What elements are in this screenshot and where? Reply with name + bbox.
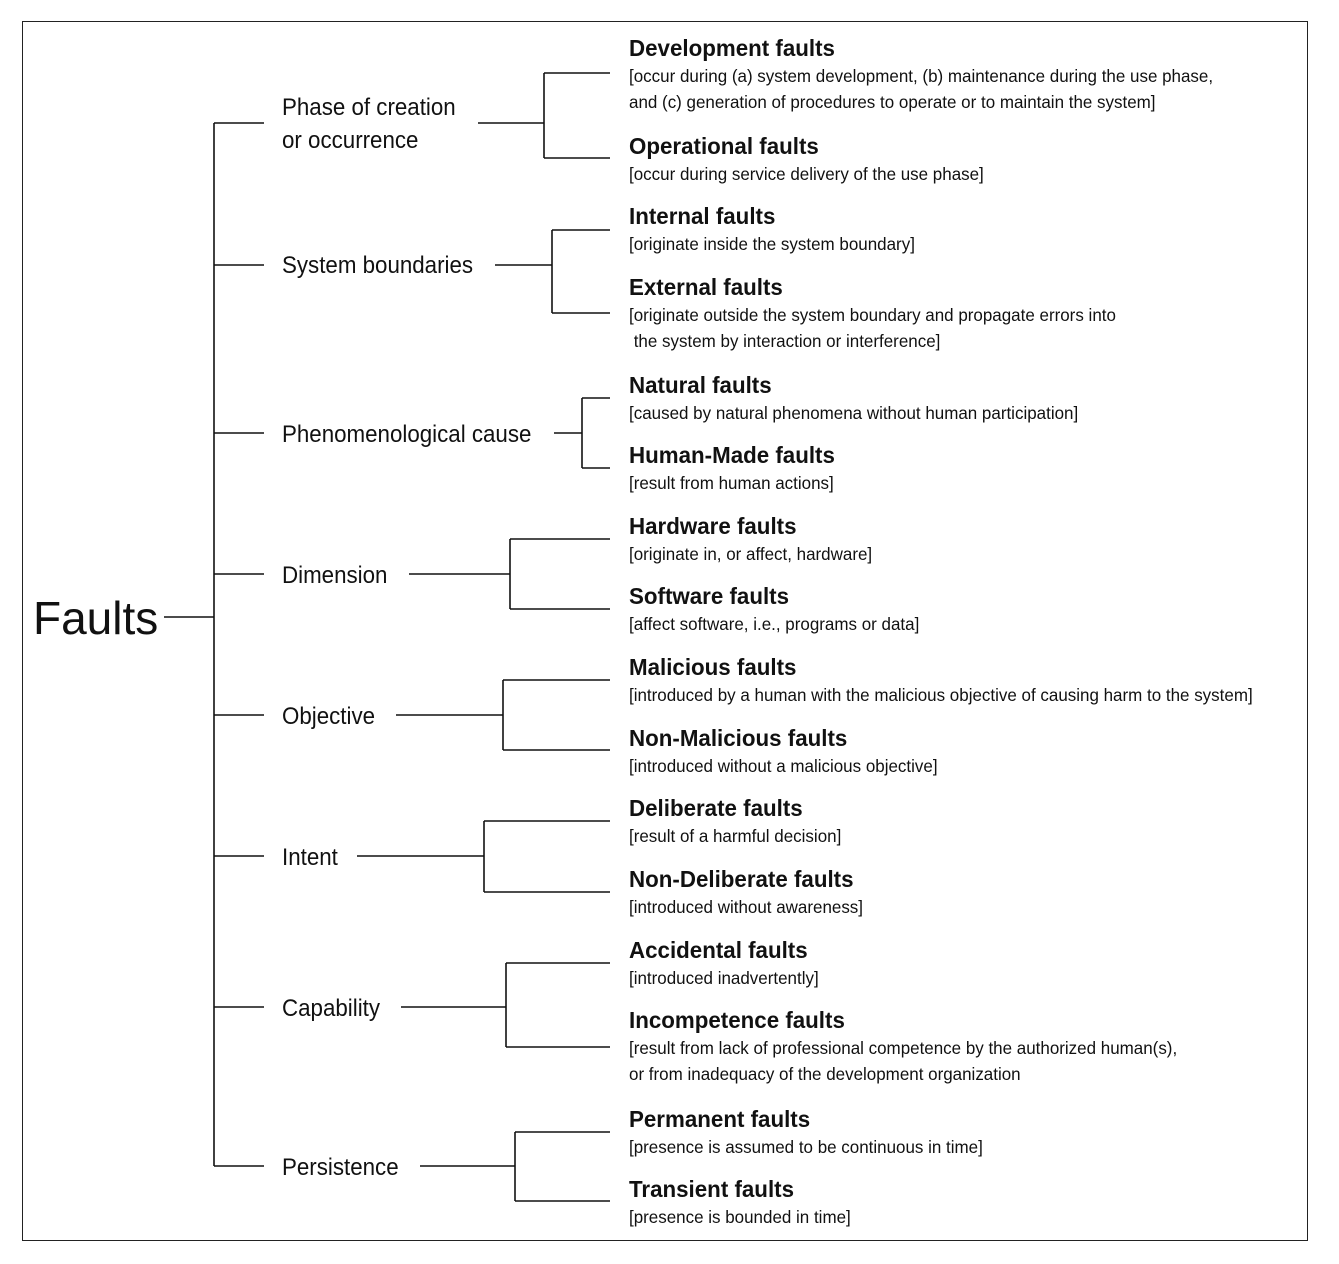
leaf-description: [originate in, or affect, hardware]	[629, 544, 873, 564]
category-phenomenological-cause: Phenomenological cause	[282, 421, 532, 448]
leaf-description: [caused by natural phenomena without hum…	[629, 403, 1079, 423]
leaf-deliberate-faults: Deliberate faults [result of a harmful d…	[629, 794, 848, 849]
category-dimension: Dimension	[282, 562, 388, 589]
leaf-description: [originate outside the system boundary a…	[629, 305, 1116, 351]
leaf-description: [introduced by a human with the maliciou…	[629, 685, 1253, 705]
category-system-boundaries: System boundaries	[282, 252, 474, 279]
leaf-non-malicious-faults: Non-Malicious faults [introduced without…	[629, 724, 947, 779]
leaf-software-faults: Software faults [affect software, i.e., …	[629, 582, 928, 637]
leaf-description: [introduced inadvertently]	[629, 968, 819, 988]
leaf-description: [occur during (a) system development, (b…	[629, 66, 1214, 112]
leaf-external-faults: External faults [originate outside the s…	[629, 273, 1131, 354]
leaf-malicious-faults: Malicious faults [introduced by a human …	[629, 653, 1272, 708]
category-objective: Objective	[282, 703, 376, 730]
leaf-title: Human-Made faults	[629, 442, 835, 468]
diagram-frame	[22, 21, 1308, 1241]
leaf-title: Incompetence faults	[629, 1007, 845, 1033]
leaf-title: Transient faults	[629, 1176, 795, 1202]
leaf-description: [presence is assumed to be continuous in…	[629, 1137, 983, 1157]
leaf-title: Malicious faults	[629, 654, 797, 680]
leaf-title: Non-Deliberate faults	[629, 866, 854, 892]
leaf-non-deliberate-faults: Non-Deliberate faults [introduced withou…	[629, 865, 870, 920]
category-capability: Capability	[282, 995, 381, 1022]
leaf-title: External faults	[629, 274, 783, 300]
leaf-permanent-faults: Permanent faults [presence is assumed to…	[629, 1105, 994, 1160]
leaf-title: Hardware faults	[629, 513, 797, 539]
leaf-transient-faults: Transient faults [presence is bounded in…	[629, 1175, 858, 1230]
leaf-title: Natural faults	[629, 372, 772, 398]
leaf-title: Software faults	[629, 583, 790, 609]
leaf-description: [result from human actions]	[629, 473, 834, 493]
leaf-operational-faults: Operational faults [occur during service…	[629, 132, 995, 187]
leaf-incompetence-faults: Incompetence faults [result from lack of…	[629, 1006, 1194, 1087]
leaf-description: [introduced without awareness]	[629, 897, 864, 917]
category-phase-of-creation: Phase of creation or occurrence	[282, 94, 456, 154]
leaf-description: [result of a harmful decision]	[629, 826, 842, 846]
leaf-title: Development faults	[629, 35, 835, 61]
leaf-title: Non-Malicious faults	[629, 725, 848, 751]
leaf-human-made-faults: Human-Made faults [result from human act…	[629, 441, 846, 496]
category-intent: Intent	[282, 844, 338, 871]
leaf-title: Accidental faults	[629, 937, 808, 963]
leaf-title: Internal faults	[629, 203, 776, 229]
leaf-description: [occur during service delivery of the us…	[629, 164, 984, 184]
category-persistence: Persistence	[282, 1154, 399, 1181]
leaf-natural-faults: Natural faults [caused by natural phenom…	[629, 371, 1092, 426]
leaf-accidental-faults: Accidental faults [introduced inadverten…	[629, 936, 825, 991]
leaf-title: Operational faults	[629, 133, 819, 159]
leaf-description: [originate inside the system boundary]	[629, 234, 915, 254]
leaf-description: [result from lack of professional compet…	[629, 1038, 1178, 1084]
leaf-description: [introduced without a malicious objectiv…	[629, 756, 938, 776]
leaf-internal-faults: Internal faults [originate inside the sy…	[629, 202, 924, 257]
leaf-title: Deliberate faults	[629, 795, 803, 821]
root-label: Faults	[33, 592, 159, 644]
leaf-title: Permanent faults	[629, 1106, 811, 1132]
leaf-development-faults: Development faults [occur during (a) sys…	[629, 34, 1231, 115]
leaf-hardware-faults: Hardware faults [originate in, or affect…	[629, 512, 880, 567]
leaf-description: [presence is bounded in time]	[629, 1207, 851, 1227]
leaf-description: [affect software, i.e., programs or data…	[629, 614, 920, 634]
